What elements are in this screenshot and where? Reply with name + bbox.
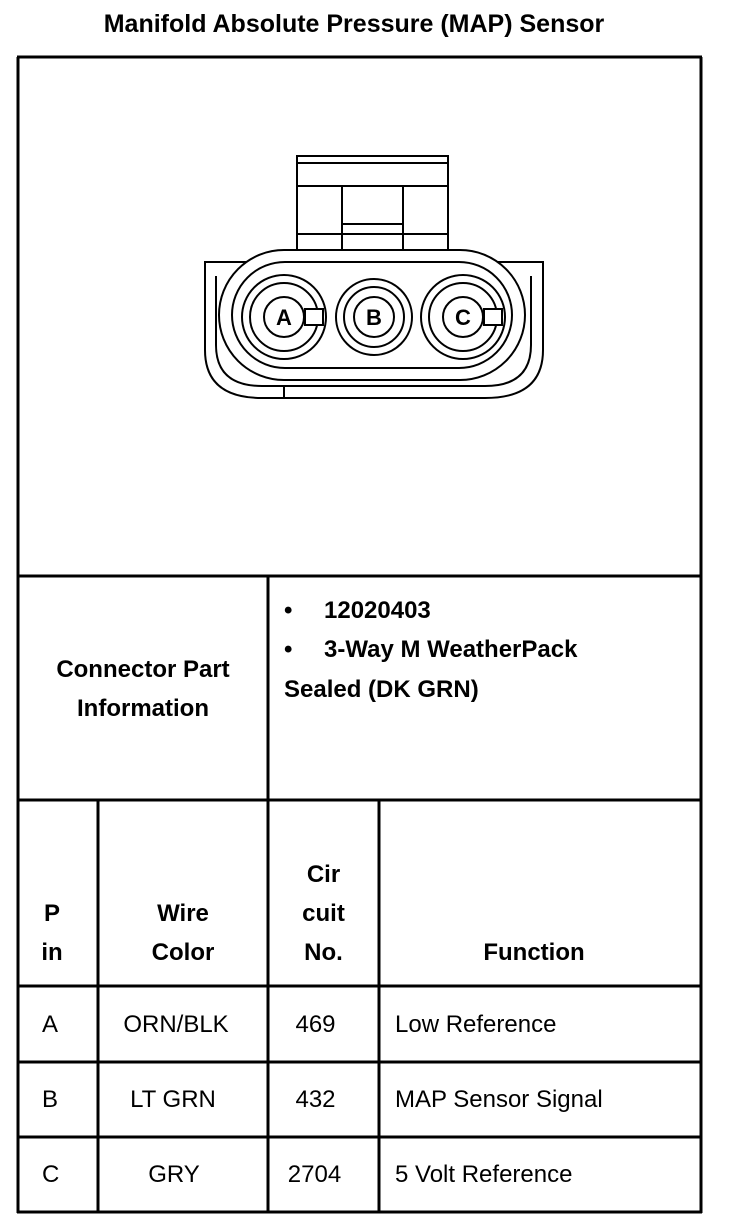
row-pin: A [42,1011,59,1038]
header-circuit-line1: Cir [306,861,341,888]
row-function: MAP Sensor Signal [395,1086,603,1113]
header-wire-color: Wire Color [100,894,266,972]
page-title: Manifold Absolute Pressure (MAP) Sensor [103,10,605,38]
pin-label-b: B [366,305,382,330]
header-pin-line1: P [43,900,60,927]
part-desc-line2: Sealed (DK GRN) [284,676,479,703]
part-desc-line: • 3-Way M WeatherPack [284,636,577,664]
part-desc-line1: 3-Way M WeatherPack [324,636,578,663]
header-circuit-no: Cir cuit No. [270,855,377,972]
row-function: 5 Volt Reference [395,1161,573,1188]
row-circuit: 469 [295,1011,336,1038]
row-wire-color: LT GRN [130,1086,216,1113]
row-function: Low Reference [395,1011,557,1038]
pin-label-a: A [276,305,292,330]
bullet: • [284,597,293,624]
pin-label-c: C [455,305,471,330]
header-function: Function [483,939,585,966]
connector-illustration: A B C [204,155,544,399]
part-info-label-line2: Information [77,695,209,722]
row-circuit: 432 [295,1086,336,1113]
row-circuit: 2704 [287,1161,342,1188]
bullet: • [284,636,293,663]
header-circuit-line2: cuit [302,900,345,927]
row-wire-color: ORN/BLK [123,1011,229,1038]
part-info-label-line1: Connector Part [56,656,230,683]
row-wire-color: GRY [148,1161,200,1188]
header-pin-line2: in [41,939,63,966]
part-number-line: • 12020403 [284,597,431,625]
row-pin: B [42,1086,59,1113]
header-wire-line1: Wire [157,900,209,927]
header-pin: P in [20,894,84,972]
header-wire-line2: Color [151,939,215,966]
part-number: 12020403 [324,597,431,624]
header-circuit-line3: No. [304,939,343,966]
row-pin: C [42,1161,60,1188]
part-info-label: Connector Part Information [20,650,266,728]
